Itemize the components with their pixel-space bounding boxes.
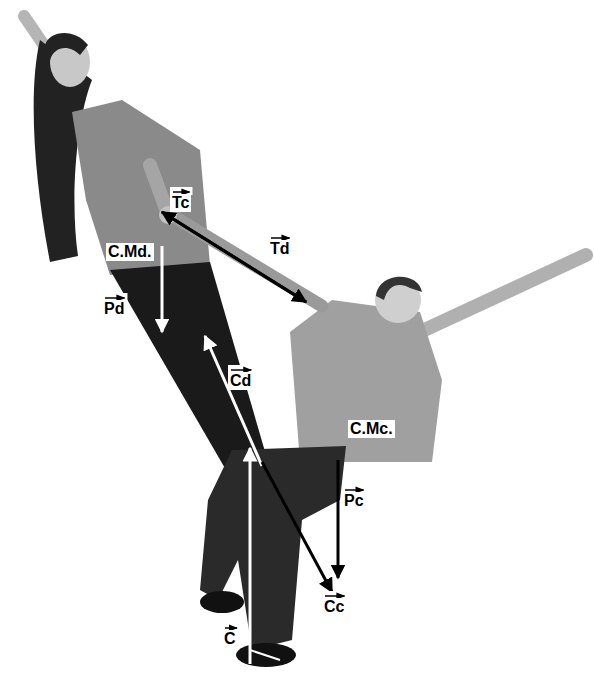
vector-label: C.Mc. bbox=[348, 420, 395, 438]
vector-label: C.Md. bbox=[106, 243, 154, 261]
vector-overarrow bbox=[325, 595, 344, 597]
vector-label: Pc bbox=[342, 492, 366, 510]
vector-label: Pd bbox=[102, 300, 126, 318]
vector-overarrows bbox=[102, 187, 367, 631]
vector-overarrow bbox=[345, 489, 364, 491]
vector-overarrow bbox=[105, 297, 124, 299]
vector-overarrow bbox=[231, 369, 251, 371]
vector-overarrow bbox=[225, 627, 237, 629]
vector-label: Tc bbox=[170, 194, 191, 212]
vector-overarrow bbox=[173, 191, 189, 193]
vector-label: Cc bbox=[322, 598, 346, 616]
vector-overarrow bbox=[271, 237, 290, 239]
vector-label: Cd bbox=[228, 372, 253, 390]
vector-label: Td bbox=[268, 240, 292, 258]
man-figure bbox=[176, 218, 586, 667]
force-vectors bbox=[162, 212, 338, 664]
vector-label: C bbox=[222, 630, 238, 648]
